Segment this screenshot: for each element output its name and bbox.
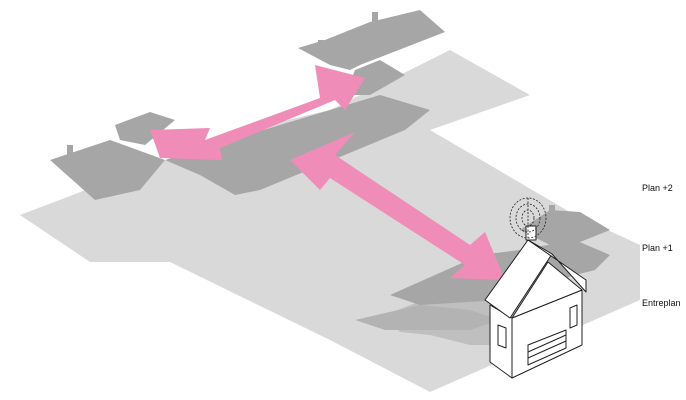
level-label-plan-1: Plan +1: [642, 243, 673, 253]
house-front-gable: [511, 261, 583, 319]
tab-mid: [318, 40, 324, 50]
floor-plate-mid-center: [165, 95, 430, 195]
house-left-window: [497, 324, 507, 349]
tab-right: [549, 205, 555, 215]
arrow-diagonal: [290, 132, 505, 280]
level-label-entreplan: Entreplan: [642, 298, 681, 308]
floor-plate-right-lower: [355, 305, 500, 330]
house-door-line-2: [527, 340, 567, 359]
tab-top: [372, 12, 378, 22]
floor-plate-mid-topconn: [345, 60, 405, 95]
sign-ring-mid: [515, 203, 541, 233]
floor-plate-right-top: [520, 210, 610, 250]
house-chimney: [525, 225, 537, 241]
arrow-horizontal: [150, 65, 365, 160]
level-label-plan-2: Plan +2: [642, 183, 673, 193]
house-right-window: [569, 304, 578, 329]
isometric-house-icon: [484, 225, 587, 379]
tab-left: [67, 145, 73, 155]
circulation-arrows: [150, 65, 505, 280]
floor-plate-mid-top: [298, 10, 445, 70]
floor-plate-mid-left: [50, 140, 165, 200]
rotating-sign-icon: [509, 197, 547, 240]
house-roof-right: [527, 239, 587, 293]
floor-tabs: [67, 12, 555, 215]
house-door-line-1: [527, 334, 567, 353]
floor-plate-mid-leftconn: [115, 112, 175, 145]
